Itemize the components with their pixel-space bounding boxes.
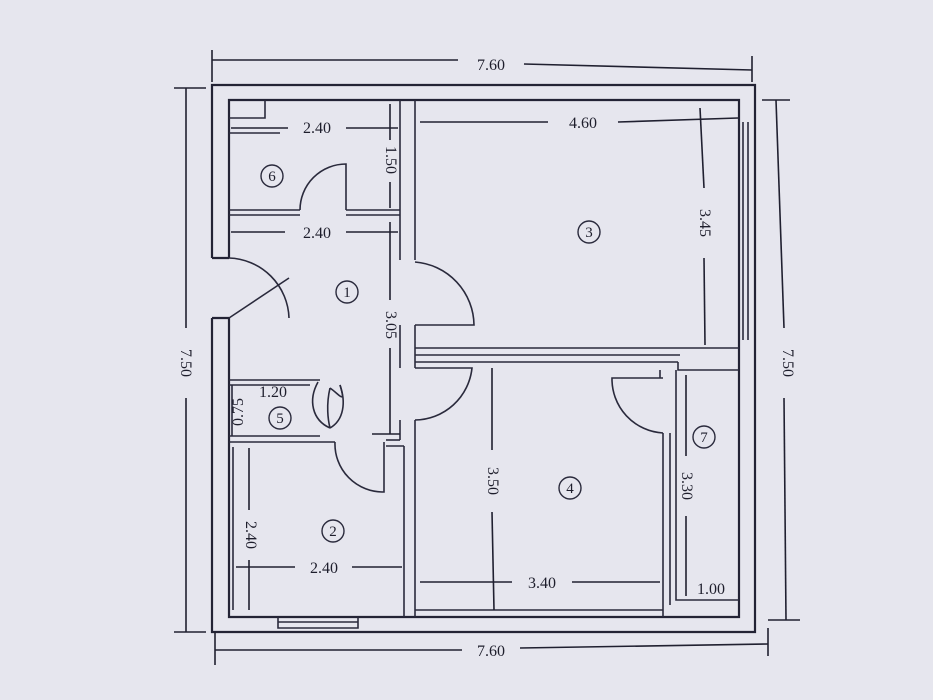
dimension-labels: 7.60 7.60 7.50 7.50 2.40 1.50 2.40 3.05 … [177, 57, 796, 660]
room-label-6: 6 [260, 164, 284, 188]
room-label-3: 3 [577, 220, 601, 244]
entrance-door [228, 257, 290, 319]
dim-room1-width: 2.40 [303, 225, 331, 242]
svg-text:2: 2 [329, 524, 337, 540]
outer-walls [210, 83, 757, 634]
dim-room2-depth: 2.40 [242, 521, 259, 549]
room-label-5: 5 [268, 406, 292, 430]
dim-room7-depth: 3.30 [678, 472, 695, 500]
dim-room4-width: 3.40 [528, 575, 556, 592]
room7-door [611, 377, 664, 434]
dim-room3-width: 4.60 [569, 115, 597, 132]
room-label-4: 4 [558, 476, 582, 500]
dim-room3-depth: 3.45 [696, 209, 713, 237]
svg-text:7: 7 [700, 430, 708, 446]
interior-walls [229, 100, 749, 629]
room6-door [299, 163, 347, 211]
svg-text:6: 6 [268, 169, 276, 185]
dimension-lines [174, 50, 800, 665]
dim-room7-width: 1.00 [697, 581, 725, 598]
svg-text:4: 4 [566, 481, 574, 497]
dim-room6-width: 2.40 [303, 120, 331, 137]
dim-room5-depth: 0.75 [230, 398, 247, 426]
room-labels: 1 2 3 4 5 6 7 [260, 164, 716, 543]
room-label-1: 1 [335, 280, 359, 304]
doors [228, 163, 664, 493]
room-label-7: 7 [692, 425, 716, 449]
room5-double-door [311, 381, 344, 429]
room2-door [334, 441, 385, 493]
dim-room4-depth: 3.50 [484, 467, 501, 495]
room3-door [414, 261, 475, 326]
dim-room5-width: 1.20 [259, 384, 287, 401]
svg-text:5: 5 [276, 411, 284, 427]
dim-room1-depth: 3.05 [382, 311, 399, 339]
room4-door [414, 367, 473, 421]
dim-overall-height-left: 7.50 [177, 349, 194, 377]
dim-room2-width: 2.40 [310, 560, 338, 577]
svg-text:1: 1 [343, 285, 351, 301]
dim-room6-depth: 1.50 [382, 146, 399, 174]
dim-overall-height-right: 7.50 [779, 349, 796, 377]
dim-overall-width-bottom: 7.60 [477, 643, 505, 660]
svg-text:3: 3 [585, 225, 593, 241]
dim-overall-width-top: 7.60 [477, 57, 505, 74]
room-label-2: 2 [321, 519, 345, 543]
